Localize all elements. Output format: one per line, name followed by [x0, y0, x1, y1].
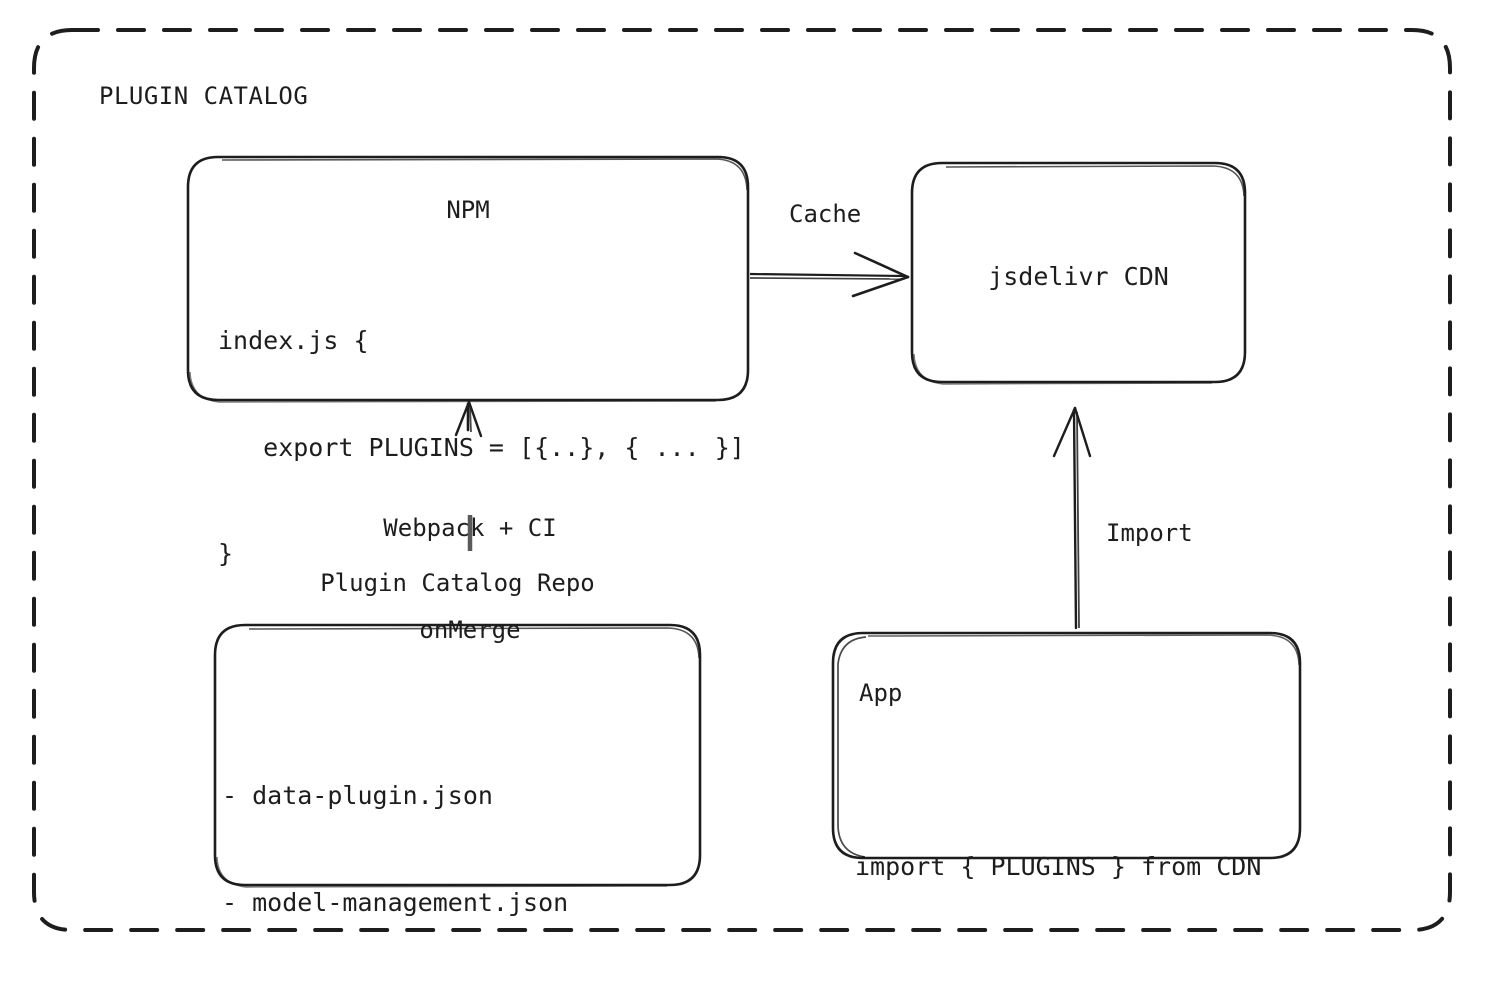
npm-code-line: index.js { — [218, 326, 369, 355]
npm-node-shape[interactable] — [186, 155, 750, 403]
edge-label-line: onMerge — [419, 616, 521, 645]
cdn-node-shape[interactable] — [910, 161, 1247, 385]
edge-label-line: Webpack + CI — [383, 514, 557, 543]
edge-repo-to-npm — [454, 400, 483, 551]
edge-label-webpack-ci: Webpack + CI onMerge — [330, 443, 610, 716]
app-code-line: import { PLUGINS } from CDN — [855, 852, 1262, 881]
repo-file-item: - model-management.json — [222, 887, 569, 917]
repo-node-file-list: - data-plugin.json - model-management.js… — [222, 707, 568, 1002]
app-node-code: import { PLUGINS } from CDN PLUGINS.forE… — [855, 736, 1261, 1002]
cdn-node-title: jsdelivr CDN — [988, 262, 1169, 291]
npm-node-title: NPM — [446, 196, 490, 224]
edge-app-to-cdn — [1052, 406, 1092, 630]
repo-node-caption: Plugin Catalog Repo — [320, 569, 595, 597]
app-node-title: App — [859, 679, 903, 707]
edge-npm-to-cdn — [749, 251, 910, 298]
npm-node-code: index.js { export PLUGINS = [{..}, { ...… — [218, 252, 745, 643]
repo-node-shape[interactable] — [213, 623, 702, 888]
repo-file-item: - data-plugin.json — [222, 781, 493, 810]
app-code-line: PLUGINS.forEach {} — [855, 999, 1261, 1002]
edge-label-import: Import — [1106, 519, 1193, 547]
npm-code-line: export PLUGINS = [{..}, { ... }] — [218, 432, 745, 462]
group-title: PLUGIN CATALOG — [99, 82, 309, 110]
repo-file-item: ... — [222, 991, 568, 1002]
edge-label-cache: Cache — [789, 200, 862, 228]
group-container-border — [32, 28, 1452, 932]
npm-code-line: } — [218, 539, 234, 568]
app-node-shape[interactable] — [831, 631, 1302, 860]
